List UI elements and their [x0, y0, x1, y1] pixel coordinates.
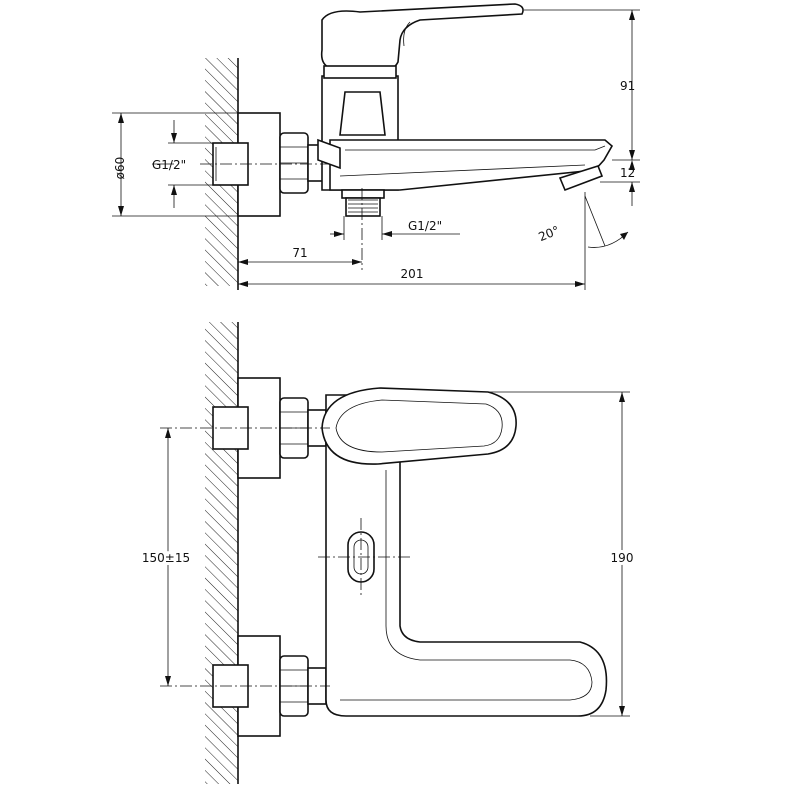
- lever-handle-top: [321, 387, 517, 465]
- mixer-body-top: [325, 394, 608, 717]
- hex-nut-side: [279, 132, 309, 194]
- dim-inlet-thread-label: G1/2": [152, 158, 186, 172]
- lever-collar: [323, 65, 397, 79]
- body-cap: [339, 91, 386, 136]
- lever-handle-side: [320, 3, 524, 74]
- dim-center-distance-label: 150±15: [142, 551, 190, 565]
- wall-flange-top-upper: [237, 377, 281, 479]
- top-view: 150±15 190: [139, 322, 636, 784]
- side-view: ø60 G1/2" G1/2" 71 201 91: [112, 3, 640, 290]
- dim-spout-reach-label: 190: [611, 551, 634, 565]
- outlet-thread-side: [341, 189, 385, 217]
- dim-spout-drop-label: 12: [620, 166, 635, 180]
- aerator-side: [558, 165, 604, 192]
- dim-swivel-angle-label: 20°: [536, 223, 561, 244]
- wall-hatch-bottom: [205, 322, 238, 784]
- dim-height-top-label: 91: [620, 79, 635, 93]
- dim-outlet-offset-label: 71: [292, 246, 307, 260]
- dim-total-length-label: 201: [401, 267, 424, 281]
- dim-outlet-thread-label: G1/2": [408, 219, 442, 233]
- dim-diameter-label: ø60: [113, 157, 127, 180]
